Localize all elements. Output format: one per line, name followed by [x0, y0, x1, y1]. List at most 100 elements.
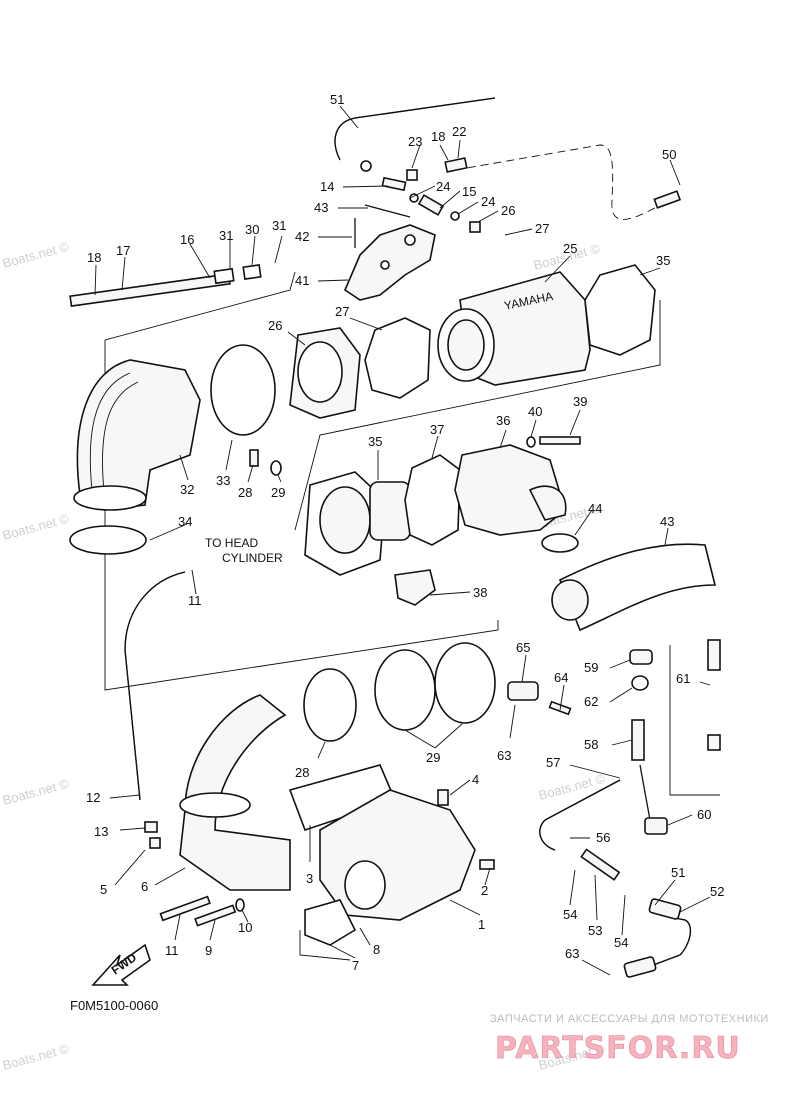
- part-label: 56: [596, 830, 610, 845]
- clamp-36: [210, 344, 276, 436]
- part-label: 8: [373, 942, 380, 957]
- part-label: 9: [205, 943, 212, 958]
- part-label: 15: [462, 184, 476, 199]
- part-label: 31: [219, 228, 233, 243]
- ad-banner: ЗАПЧАСТИ И АКСЕССУАРЫ ДЛЯ МОТОТЕХНИКИ PA…: [490, 1013, 769, 1066]
- part-label: 25: [563, 241, 577, 256]
- diagram-code: F0M5100-0060: [70, 998, 158, 1013]
- part-label: 14: [320, 179, 334, 194]
- clamp-32a: [374, 649, 436, 731]
- part-label: 28: [238, 485, 252, 500]
- part-label: 18: [431, 129, 445, 144]
- part-label: 65: [516, 640, 530, 655]
- part-label: 51: [330, 92, 344, 107]
- part-label: 39: [573, 394, 587, 409]
- part-label: 34: [178, 514, 192, 529]
- watermark: Boats.net ©: [1, 1041, 71, 1073]
- part-label: 4: [472, 772, 479, 787]
- washer-30: [270, 460, 282, 476]
- part-label: 54: [614, 935, 628, 950]
- part-label: 59: [584, 660, 598, 675]
- fittings-top: [360, 157, 682, 233]
- part-label: 6: [141, 879, 148, 894]
- gasket-28: [364, 317, 431, 399]
- hose-61-part: [623, 956, 657, 978]
- part-label: 23: [408, 134, 422, 149]
- part-label: 22: [452, 124, 466, 139]
- part-label: 40: [528, 404, 542, 419]
- clamp-32b: [434, 642, 496, 724]
- part-label: 2: [481, 883, 488, 898]
- part-label: 63: [497, 748, 511, 763]
- bolt-4: [437, 789, 449, 806]
- part-label: 58: [584, 737, 598, 752]
- ring-31: [303, 668, 357, 742]
- part-label: 11: [188, 593, 202, 608]
- part-label: 24: [481, 194, 495, 209]
- part-label: 61: [676, 671, 690, 686]
- part-label: 43: [660, 514, 674, 529]
- part-label: 27: [535, 221, 549, 236]
- part-label: 50: [662, 147, 676, 162]
- part-label: 38: [473, 585, 487, 600]
- manifold-1: [319, 789, 476, 921]
- clamp-49: [541, 533, 579, 553]
- part-label: 32: [180, 482, 194, 497]
- gasket-41: [404, 454, 461, 546]
- fittings-right: [507, 639, 721, 835]
- part-label: 12: [86, 790, 100, 805]
- part-label: 30: [245, 222, 259, 237]
- hose-48: [551, 543, 717, 632]
- bolt-29: [249, 449, 259, 467]
- part-label: 17: [116, 243, 130, 258]
- watermark: Boats.net ©: [1, 776, 71, 808]
- part-label: 52: [710, 884, 724, 899]
- part-label: 7: [352, 958, 359, 973]
- part-label: 35: [368, 434, 382, 449]
- bolt-11: [159, 895, 211, 922]
- part-label: 63: [565, 946, 579, 961]
- plug-13: [144, 821, 158, 833]
- note-line1: TO HEAD: [205, 536, 258, 550]
- note-line2: CYLINDER: [222, 551, 283, 565]
- cap-42: [394, 569, 436, 606]
- part-label: 57: [546, 755, 560, 770]
- part-label: 13: [94, 824, 108, 839]
- part-label: 42: [295, 229, 309, 244]
- pipe-33: [73, 359, 201, 511]
- watermark: Boats.net ©: [1, 239, 71, 271]
- bolt-43: [539, 436, 581, 445]
- part-label: 18: [87, 250, 101, 265]
- clamp-37: [69, 525, 147, 555]
- part-label: 33: [216, 473, 230, 488]
- part-label: 3: [306, 871, 313, 886]
- washer-44: [526, 436, 536, 448]
- flange-27: [289, 327, 361, 419]
- chamber-40: [454, 444, 567, 536]
- part-labels: 51 50 23 18 22 14 24 43 15 24 26 27 42 4…: [86, 92, 724, 973]
- part-label: 29: [271, 485, 285, 500]
- watermark: Boats.net ©: [1, 511, 71, 543]
- ad-tagline: ЗАПЧАСТИ И АКСЕССУАРЫ ДЛЯ МОТОТЕХНИКИ: [490, 1013, 769, 1025]
- part-label: 24: [436, 179, 450, 194]
- part-label: 37: [430, 422, 444, 437]
- part-label: 35: [656, 253, 670, 268]
- hose-52-part: [648, 898, 682, 920]
- part-label: 36: [496, 413, 510, 428]
- gasket-39: [584, 264, 656, 356]
- ad-logo: PARTSFOR.RU: [495, 1031, 741, 1066]
- part-label: 10: [238, 920, 252, 935]
- plate-38: [304, 471, 411, 576]
- part-label: 26: [268, 318, 282, 333]
- part-label: 51: [671, 865, 685, 880]
- part-label: 1: [478, 917, 485, 932]
- part-label: 29: [426, 750, 440, 765]
- part-label: 26: [501, 203, 515, 218]
- part-label: 28: [295, 765, 309, 780]
- part-label: 27: [335, 304, 349, 319]
- fitting-53: [580, 848, 621, 881]
- hose-20: [454, 144, 661, 220]
- watermark: Boats.net ©: [537, 771, 607, 803]
- gasket-7: [304, 899, 357, 946]
